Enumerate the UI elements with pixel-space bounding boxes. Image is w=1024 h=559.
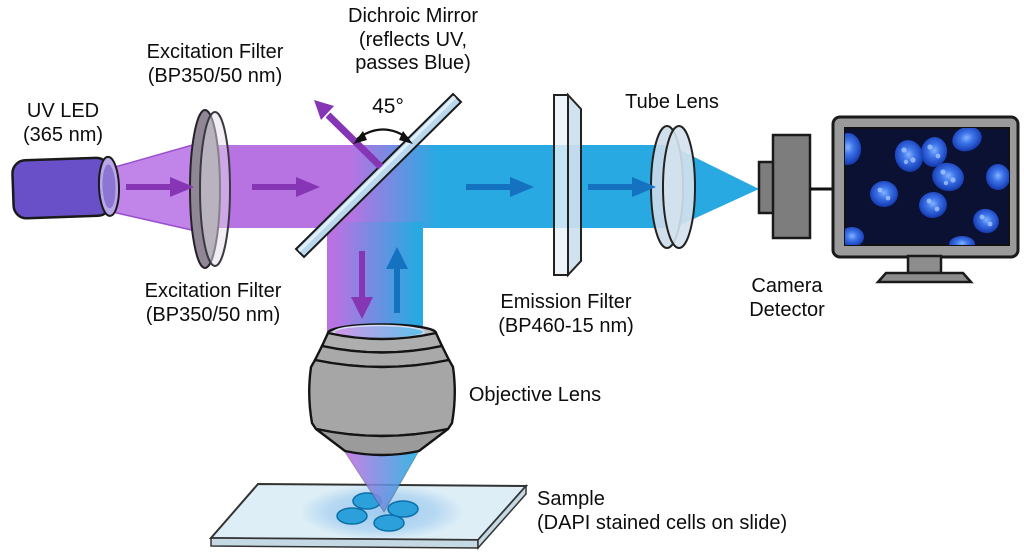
uv-led-label: UV LED (365 nm)	[22, 100, 104, 146]
uv-led	[11, 155, 121, 220]
blue-beam-arrow	[588, 177, 656, 197]
sample-cell	[336, 507, 368, 525]
angle-arc	[353, 128, 413, 144]
camera-body	[771, 133, 812, 240]
excitation-filter-bottom-label: Excitation Filter (BP350/50 nm)	[144, 280, 282, 326]
emission-filter-side	[567, 92, 582, 278]
sample-cell	[387, 500, 419, 518]
tube-lens-label: Tube Lens	[625, 91, 719, 113]
objective-lens	[308, 323, 456, 457]
uv-beam-arrow	[252, 177, 320, 197]
camera-detector-label: Camera Detector	[749, 275, 825, 321]
objective-nose	[315, 427, 449, 457]
dichroic-mirror-glass	[294, 92, 463, 259]
monitor-stand-neck	[906, 254, 943, 275]
uv-down-arrow	[351, 251, 373, 319]
blue-beam-arrow	[466, 177, 534, 197]
converging-beam	[676, 148, 759, 227]
screen-cell	[845, 227, 864, 245]
blue-up-arrow	[386, 247, 408, 313]
sample-label: Sample (DAPI stained cells on slide)	[537, 488, 788, 534]
uv-beam-arrow	[126, 177, 194, 197]
monitor-stand-base	[875, 271, 974, 284]
slide-front-edge	[210, 537, 479, 549]
screen-cell	[870, 181, 898, 207]
dichroic-mirror-label: Dichroic Mirror (reflects UV, passes Blu…	[348, 5, 478, 75]
sample-cell	[373, 514, 405, 532]
beam-entry-sheen	[334, 325, 424, 339]
reflected-uv-arrow	[314, 100, 384, 170]
sample-glow	[300, 484, 464, 540]
screen-cell	[894, 140, 924, 172]
excitation-filter-face	[199, 111, 231, 267]
camera-detector	[757, 133, 835, 240]
uv-led-face	[102, 164, 116, 209]
cell-speckles	[877, 144, 993, 227]
screen-cell	[949, 236, 975, 245]
vertical-beam	[327, 222, 423, 332]
mirror-angle-label: 45°	[372, 95, 404, 118]
sample-slide	[208, 482, 529, 550]
slide-right-edge	[477, 484, 527, 550]
objective-lens-label: Objective Lens	[468, 384, 602, 406]
monitor	[831, 115, 1020, 284]
emission-filter-label: Emission Filter (BP460-15 nm)	[498, 291, 634, 337]
tube-lens	[650, 125, 696, 249]
screen-cell	[973, 208, 999, 234]
mirror-highlight	[297, 95, 457, 253]
tube-lens-front	[662, 125, 696, 249]
screen-cell	[952, 128, 982, 152]
excitation-filter	[189, 109, 231, 269]
screen-cell	[932, 162, 964, 192]
emission-filter-front	[553, 94, 569, 276]
uv-led-body	[11, 156, 112, 220]
objective-barrel	[308, 358, 456, 438]
screen-cell	[845, 133, 861, 165]
screen-cell	[986, 164, 1009, 190]
excitation-filter-top-label: Excitation Filter (BP350/50 nm)	[146, 41, 284, 87]
emission-filter	[553, 92, 582, 278]
screen-cells	[845, 128, 1009, 245]
screen-cell	[920, 137, 948, 167]
dichroic-mirror	[294, 92, 463, 259]
screen-cell	[919, 191, 947, 219]
